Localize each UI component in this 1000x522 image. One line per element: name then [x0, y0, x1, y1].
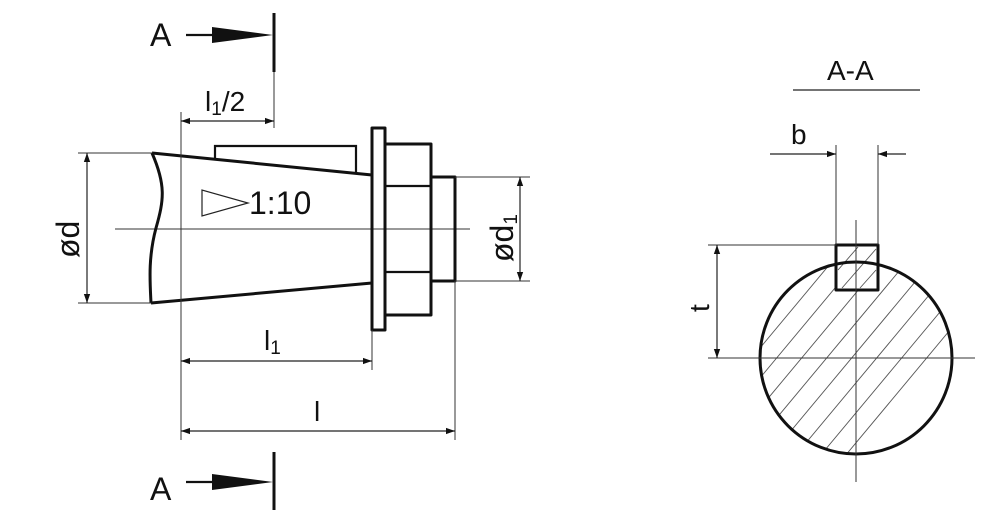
dim-half-l1-label: l1/2 — [205, 86, 245, 120]
section-marker-top: A — [150, 13, 276, 72]
dim-t-label: t — [684, 304, 715, 312]
dim-l: l — [181, 281, 456, 440]
taper-ratio-label: 1:10 — [249, 185, 311, 221]
dim-b-label: b — [791, 119, 807, 150]
shaft-bottom-edge — [150, 281, 373, 305]
dim-half-l1: l1/2 — [180, 86, 274, 156]
nut-assembly — [370, 126, 457, 332]
section-key — [834, 243, 880, 292]
taper-symbol-icon — [201, 189, 251, 217]
dim-d1: ød1 — [455, 176, 530, 282]
tapered-shaft: 1:10 — [115, 72, 470, 305]
section-marker-bottom: A — [150, 452, 276, 510]
section-hatching — [760, 262, 952, 454]
threaded-end — [429, 175, 457, 283]
dim-l1-label: l1 — [264, 325, 281, 359]
section-arrow-head-bottom — [212, 474, 273, 490]
shaft-top-edge — [151, 151, 373, 177]
section-arrow-head-top — [212, 27, 273, 43]
dim-l1: l1 — [180, 300, 373, 440]
dim-d1-label: ød1 — [484, 214, 522, 262]
dim-d-label: ød — [50, 221, 86, 258]
shaft-key — [213, 144, 358, 172]
dim-d: ød — [50, 152, 152, 304]
shaft-break-line — [148, 152, 164, 304]
dim-l-label: l — [314, 396, 320, 427]
key-slot-fill — [836, 245, 878, 290]
key-hatch — [837, 246, 877, 289]
section-title: A-A — [827, 55, 874, 86]
section-view: A-A — [684, 55, 975, 482]
section-letter-top: A — [150, 17, 172, 53]
section-letter-bottom: A — [150, 471, 172, 507]
